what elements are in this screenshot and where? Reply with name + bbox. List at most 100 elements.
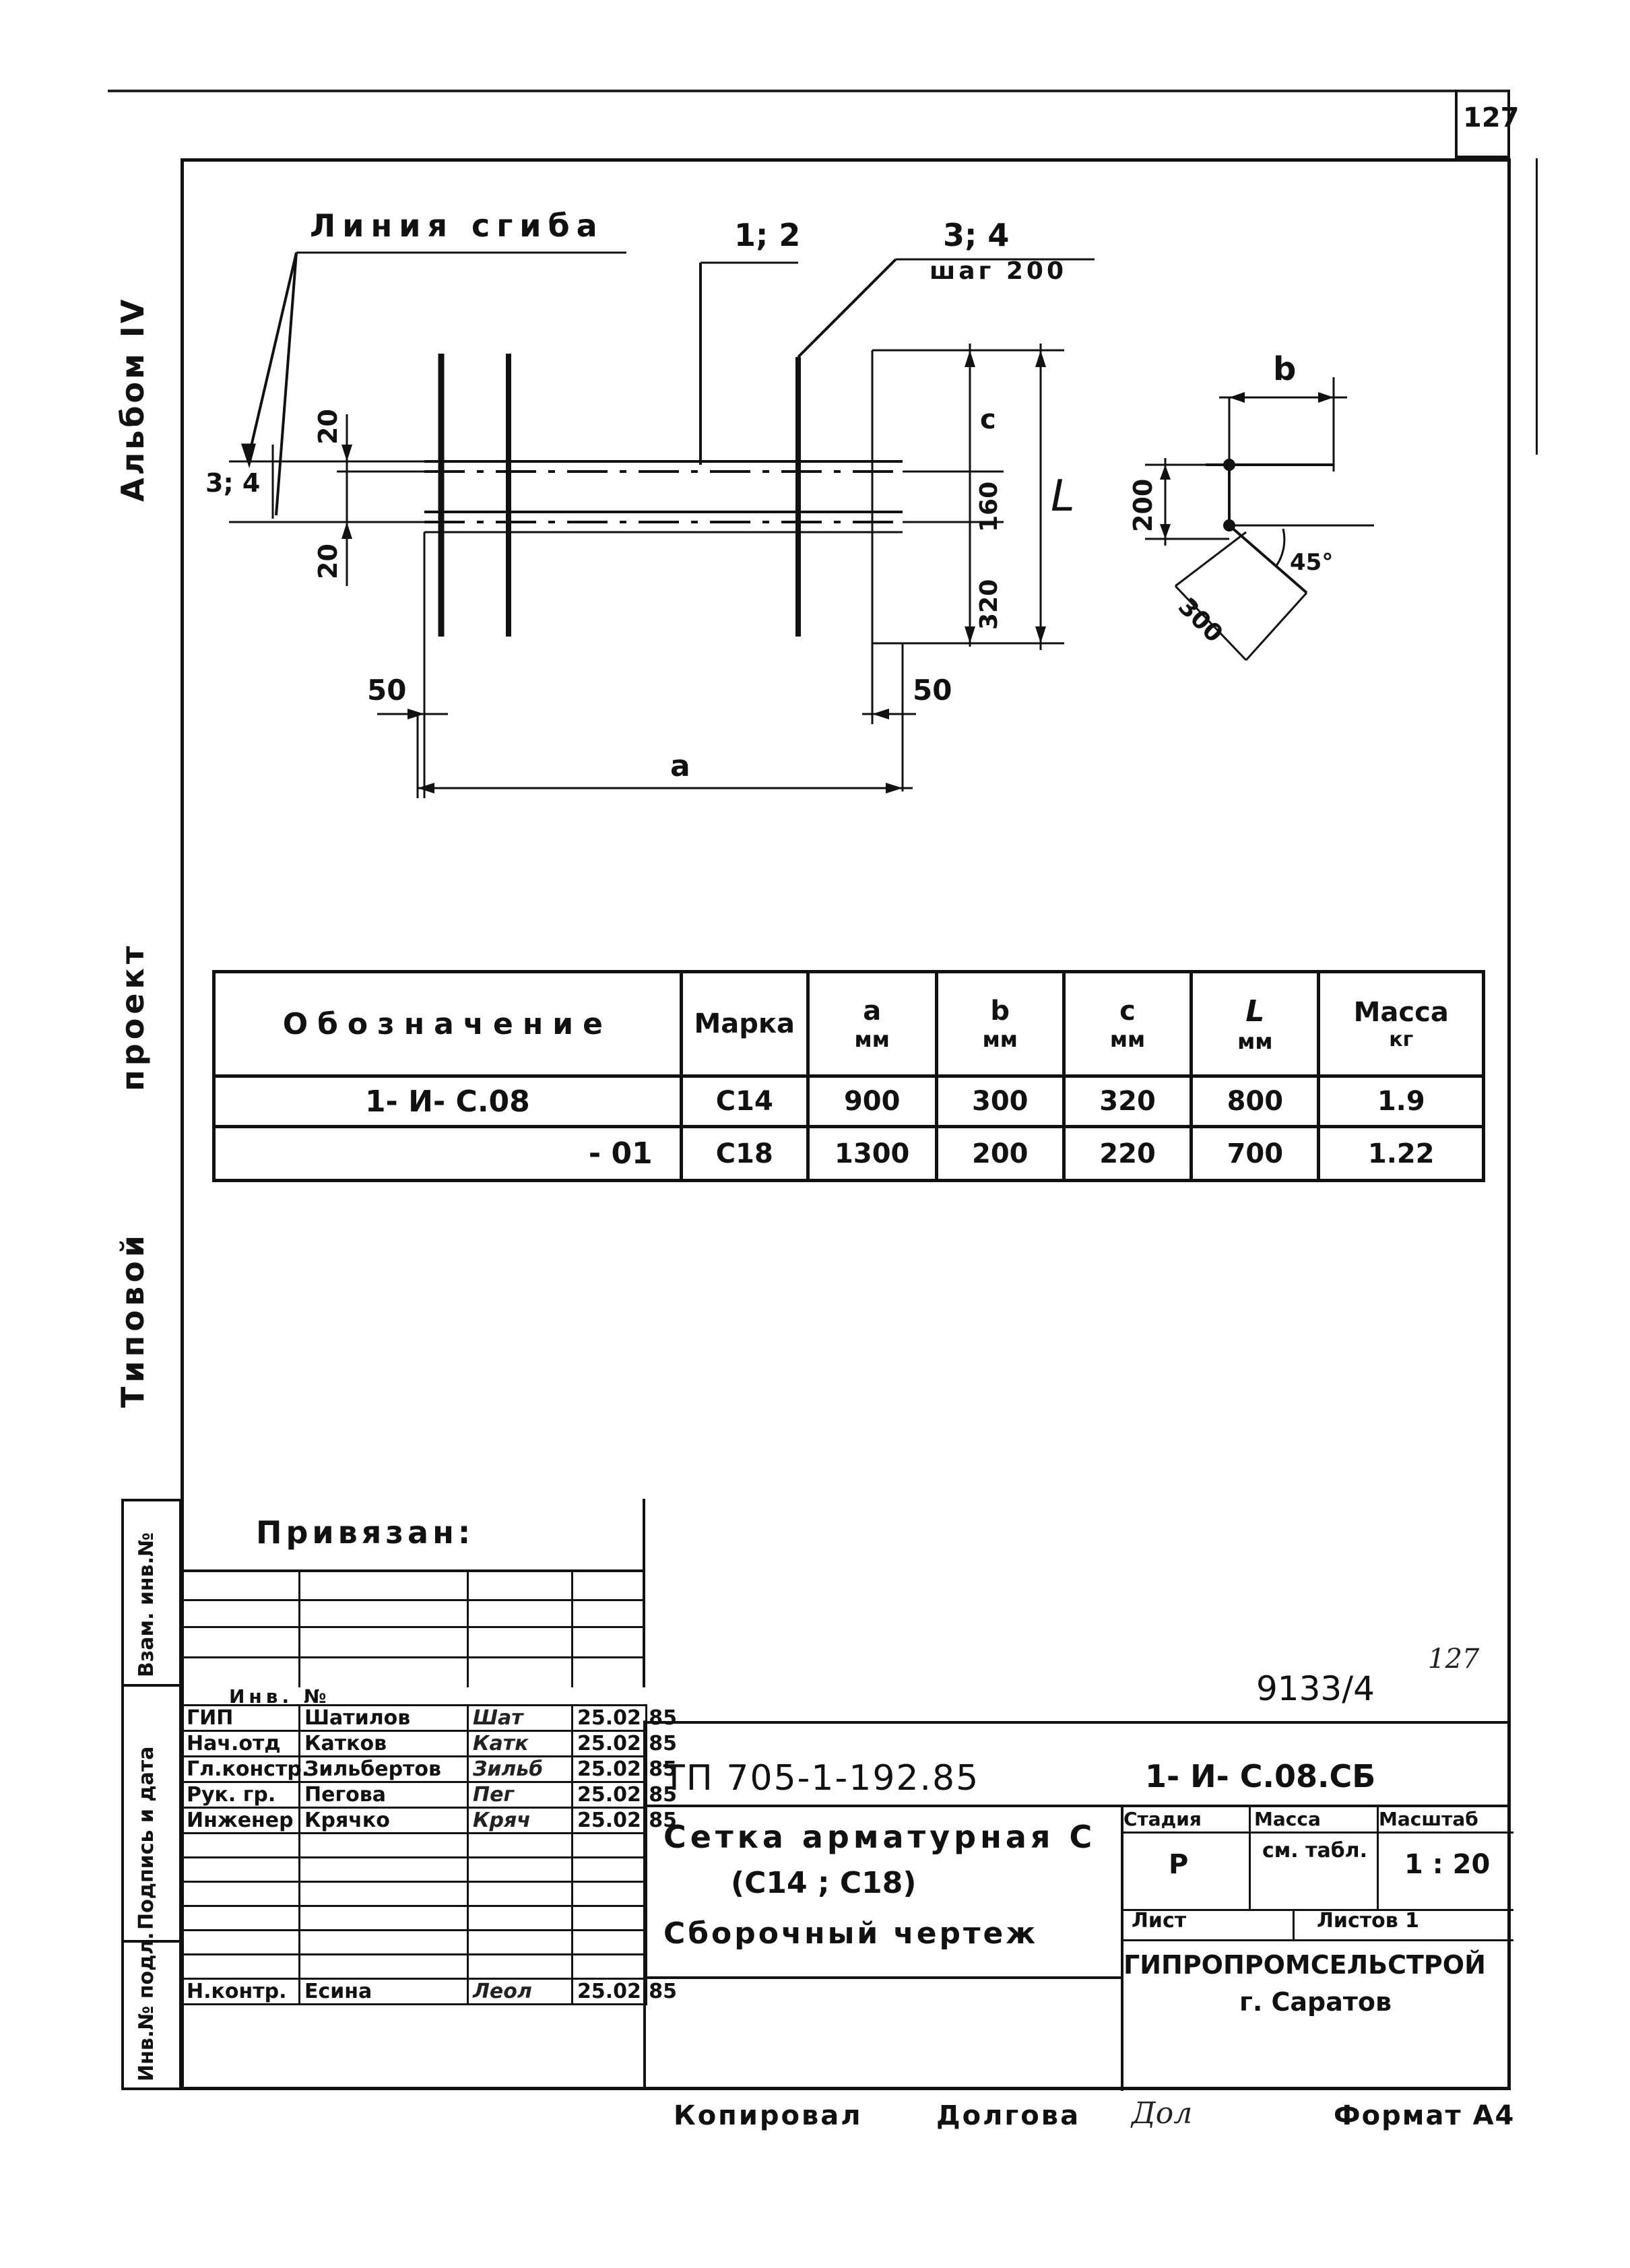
side-label-project: проект (115, 942, 151, 1091)
title-line-1: Сетка арматурная С (663, 1819, 1097, 1855)
page-number: 127 (1463, 102, 1520, 133)
drawing-code: 1- И- С.08.СБ (1145, 1758, 1376, 1794)
personnel-table: ГИП Шатилов Шат 25.02.85 Нач.отд Катков … (181, 1704, 677, 2005)
sheet-label: Лист (1132, 1909, 1187, 1933)
spec-cell-a: 1300 (806, 1125, 938, 1182)
person-date: 25.02.85 (571, 1704, 677, 1732)
person-role: Рук. гр. (181, 1781, 300, 1809)
table-row: ГИП Шатилов Шат 25.02.85 (181, 1704, 677, 1732)
spec-cell-designation: 1- И- С.08 (212, 1074, 683, 1128)
dim-20-top: 20 (313, 409, 343, 445)
bend-arrow (240, 443, 256, 469)
copied-label: Копировал (674, 2100, 863, 2131)
scale-label: Масштаб (1379, 1808, 1478, 1830)
page-number-box (1455, 90, 1510, 158)
doc-number: 9133/4 (1256, 1669, 1375, 1708)
person-signature: Пег (467, 1781, 573, 1809)
person-role: Н.контр. (181, 1978, 300, 2005)
organization-city: г. Саратов (1239, 1987, 1392, 2017)
detail-angle: 45° (1290, 549, 1334, 576)
person-date: 25.02.85 (571, 1807, 677, 1834)
bend-leader-1 (248, 252, 298, 455)
bend-leader-2 (275, 252, 298, 516)
sheets-label: Листов 1 (1317, 1909, 1420, 1933)
detail-200: 200 (1128, 478, 1158, 532)
person-name: Крячко (298, 1807, 469, 1834)
privyazan-title: Привязан: (256, 1514, 475, 1551)
dim-a: a (670, 749, 690, 783)
person-signature: Катк (467, 1730, 573, 1757)
person-date: 25.02.85 (571, 1781, 677, 1809)
table-row: Инженер Крячко Кряч 25.02.85 (181, 1807, 677, 1834)
assembly-drawing (229, 251, 1374, 798)
left-strip-podpis: Подпись и дата (135, 1746, 158, 1930)
person-name: Пегова (298, 1781, 469, 1809)
table-row: - 01 С18 1300 200 220 700 1.22 (212, 1125, 1485, 1182)
dim-L: L (1051, 472, 1075, 521)
person-signature: Шат (467, 1704, 573, 1732)
right-outer-line (1536, 158, 1538, 455)
dim-50-left: 50 (367, 674, 407, 707)
spec-cell-grade: С18 (679, 1125, 810, 1182)
person-role: Гл.констр. (181, 1755, 309, 1783)
format-label: Формат А4 (1334, 2100, 1515, 2131)
right-edge-line (1507, 90, 1510, 2090)
standard-number: ТП 705-1-192.85 (663, 1758, 980, 1799)
table-row: Рук. гр. Пегова Пег 25.02.85 (181, 1781, 677, 1809)
table-row: Н.контр. Есина Леол 25.02.85 (181, 1978, 677, 2005)
person-name: Есина (298, 1978, 469, 2005)
table-row: Нач.отд Катков Катк 25.02.85 (181, 1730, 677, 1757)
stage-value: Р (1169, 1849, 1189, 1880)
left-strip-vzam: Взам. инв.№ (135, 1532, 158, 1677)
callout-3-4-top: 3; 4 (943, 217, 1010, 253)
step-label: шаг 200 (930, 257, 1068, 285)
title-line-2: (С14 ; С18) (731, 1866, 917, 1900)
table-row: 1- И- С.08 С14 900 300 320 800 1.9 (212, 1074, 1485, 1128)
person-name: Катков (298, 1730, 469, 1757)
spec-cell-grade: С14 (679, 1074, 810, 1128)
spec-header-designation: Обозначение (212, 970, 683, 1078)
bend-line-label: Линия сгиба (310, 207, 604, 244)
privyazan-inv: Инв. № (229, 1685, 331, 1708)
person-role: ГИП (181, 1704, 300, 1732)
person-date: 25.02.85 (571, 1730, 677, 1757)
mass-value: см. табл. (1262, 1839, 1368, 1862)
left-strip-divider-2 (121, 1940, 182, 1943)
side-label-type: Типовой (115, 1231, 151, 1408)
spec-cell-L: 700 (1189, 1125, 1321, 1182)
dim-320: 320 (975, 579, 1003, 630)
top-border-line (108, 90, 1509, 92)
dim-50-right: 50 (913, 674, 952, 707)
scale-value: 1 : 20 (1404, 1849, 1491, 1880)
person-signature: Кряч (467, 1807, 573, 1834)
spec-cell-c: 320 (1062, 1074, 1194, 1128)
spec-cell-b: 200 (934, 1125, 1066, 1182)
organization-name: ГИПРОПРОМСЕЛЬСТРОЙ (1123, 1950, 1486, 1980)
mass-label: Масса (1254, 1808, 1321, 1830)
left-strip (121, 1499, 182, 2090)
person-role: Нач.отд (181, 1730, 300, 1757)
detail-b: b (1273, 350, 1297, 388)
dim-20-bottom: 20 (313, 544, 343, 579)
doc-number-extra: 127 (1428, 1644, 1480, 1675)
stage-label: Стадия (1123, 1808, 1202, 1830)
person-signature: Леол (467, 1978, 573, 2005)
callout-1-2: 1; 2 (734, 217, 801, 253)
callout-3-4-left: 3; 4 (205, 468, 261, 498)
spec-cell-designation: - 01 (212, 1125, 683, 1182)
privyazan-grid (181, 1569, 645, 1687)
person-date: 25.02.85 (571, 1755, 677, 1783)
person-signature: Зильб (467, 1755, 573, 1783)
person-role: Инженер (181, 1807, 300, 1834)
callout-3-4-leader (797, 258, 897, 358)
spec-cell-mass: 1.9 (1317, 1074, 1485, 1128)
privyazan-right-border (643, 1499, 645, 1573)
copied-signature: Дол (1132, 2096, 1193, 2131)
dim-160: 160 (975, 481, 1003, 532)
spec-cell-mass: 1.22 (1317, 1125, 1485, 1182)
